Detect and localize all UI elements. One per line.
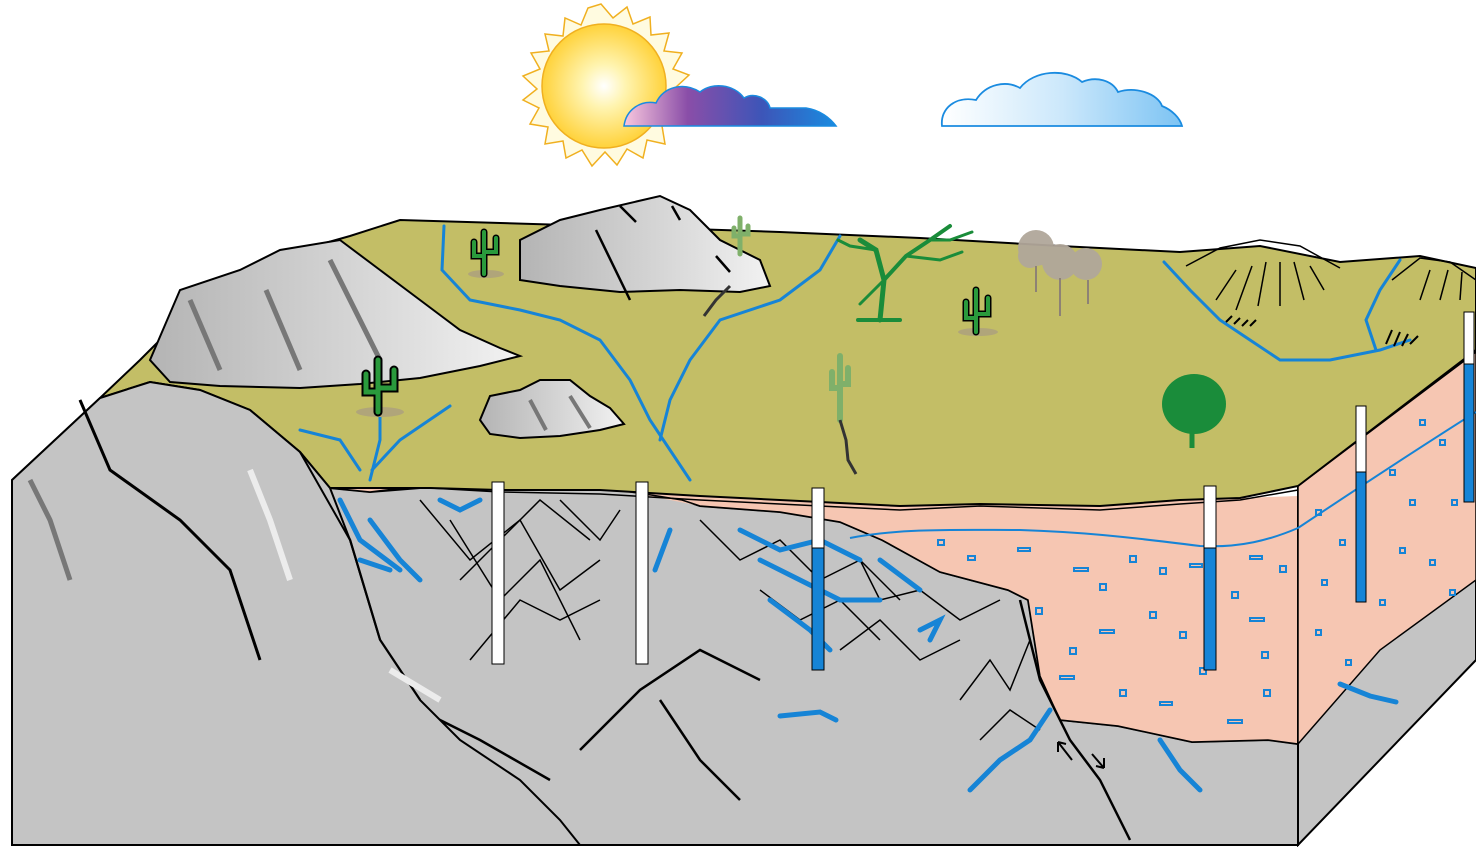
land-surface-front-edge — [330, 487, 1299, 511]
well-1 — [491, 481, 505, 665]
saguaro-cactus-2 — [356, 355, 404, 417]
deciduous-trees-group — [1018, 230, 1102, 316]
root-crack — [702, 284, 732, 317]
water-filled-fractures — [337, 497, 1399, 793]
oak-tree — [1162, 374, 1226, 448]
mesquite-tree — [836, 224, 974, 323]
fault-movement-arrow-down — [1091, 753, 1105, 769]
saguaro-cactus-3 — [958, 286, 998, 336]
cactus-small-ridge — [731, 215, 751, 257]
sun-disc — [541, 23, 667, 149]
cactus-with-roots — [829, 353, 858, 475]
sun — [521, 3, 691, 168]
bedrock-outcrop-middle — [519, 194, 772, 301]
gravel-clasts — [937, 539, 1287, 724]
well-6 — [1463, 311, 1475, 503]
alluvium-basin-fill — [330, 470, 1298, 744]
well-2 — [635, 481, 649, 665]
saguaro-cactus-1 — [468, 228, 504, 278]
hill-hachures — [1225, 315, 1419, 347]
well-5 — [1355, 405, 1367, 603]
bedrock-outcrop-left — [148, 238, 524, 390]
well-4 — [1203, 485, 1217, 671]
alluvium-right-face — [1297, 351, 1476, 747]
fault-movement-arrow-up — [1057, 741, 1073, 761]
hill-right — [1185, 239, 1476, 311]
cloud-fair — [941, 71, 1184, 127]
cloud-storm — [623, 85, 838, 127]
gravel-clasts-side — [1315, 419, 1458, 666]
bedrock-outcrop-front-cliff — [11, 380, 583, 846]
well-3 — [811, 487, 825, 671]
water-table — [849, 411, 1476, 548]
bedrock-outcrop-small — [478, 379, 626, 440]
